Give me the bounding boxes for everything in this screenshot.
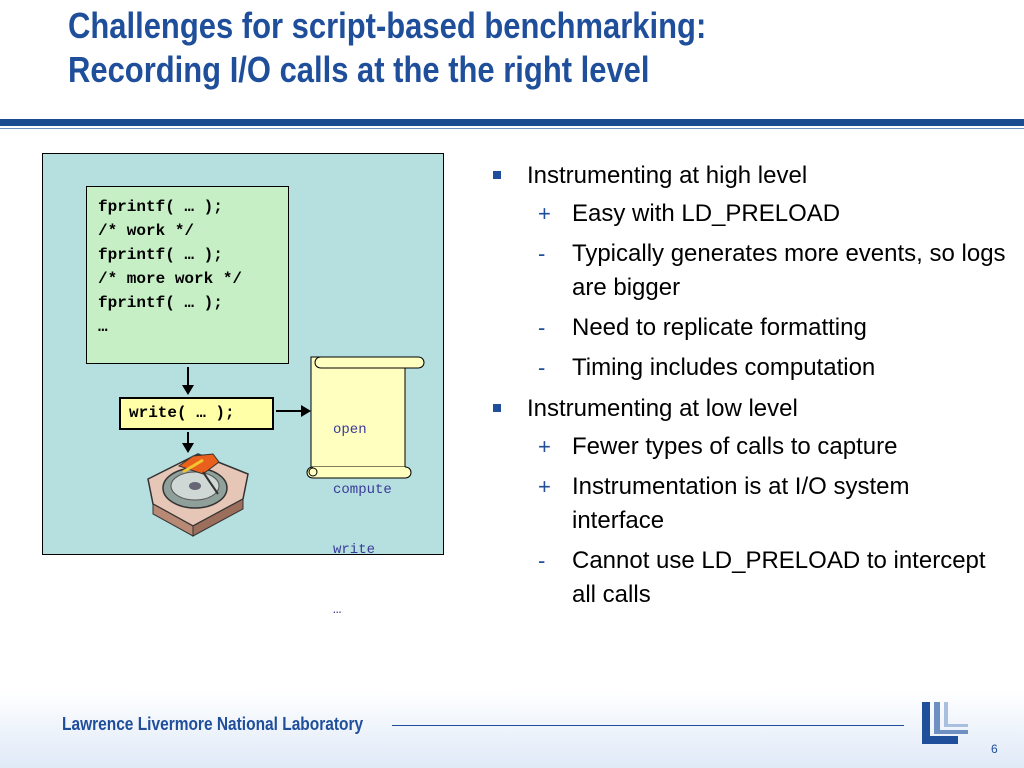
- bullet-high-level: Instrumenting at high level: [486, 158, 1006, 194]
- plus-marker-icon: +: [538, 474, 551, 499]
- plus-marker-icon: +: [538, 201, 551, 226]
- title-divider-thin: [0, 128, 1024, 129]
- sub-bullet: - Typically generates more events, so lo…: [486, 237, 1006, 305]
- code-line: /* work */: [98, 222, 195, 240]
- minus-marker-icon: -: [538, 241, 546, 266]
- bullet-text: Instrumenting at low level: [527, 395, 798, 422]
- title-divider: [0, 119, 1024, 126]
- code-snippet-box: fprintf( … ); /* work */ fprintf( … ); /…: [86, 186, 289, 364]
- log-entry: open: [333, 422, 367, 438]
- llnl-logo-icon: [922, 702, 968, 744]
- sub-bullet-text: Need to replicate formatting: [572, 314, 867, 341]
- bullet-low-level: Instrumenting at low level: [486, 391, 1006, 427]
- slide-title-line1: Challenges for script-based benchmarking…: [68, 5, 707, 46]
- sub-bullet-text: Instrumentation is at I/O system interfa…: [572, 473, 910, 534]
- code-line: fprintf( … );: [98, 294, 223, 312]
- sub-bullet: + Fewer types of calls to capture: [486, 430, 1006, 464]
- code-line: fprintf( … );: [98, 246, 223, 264]
- io-diagram: fprintf( … ); /* work */ fprintf( … ); /…: [42, 153, 444, 618]
- bullet-list: Instrumenting at high level + Easy with …: [486, 158, 1006, 618]
- sub-bullet: + Easy with LD_PRELOAD: [486, 197, 1006, 231]
- square-bullet-icon: [493, 171, 501, 179]
- slide-title-line2: Recording I/O calls at the the right lev…: [68, 49, 650, 90]
- write-call-box: write( … );: [119, 397, 274, 430]
- sub-bullet-text: Fewer types of calls to capture: [572, 433, 898, 460]
- sub-bullet: - Cannot use LD_PRELOAD to intercept all…: [486, 544, 1006, 612]
- sub-bullet: - Timing includes computation: [486, 351, 1006, 385]
- log-entry: …: [333, 602, 342, 618]
- slide-title: Challenges for script-based benchmarking…: [68, 4, 876, 92]
- sub-bullet: + Instrumentation is at I/O system inter…: [486, 470, 1006, 538]
- sub-bullet-text: Cannot use LD_PRELOAD to intercept all c…: [572, 547, 986, 608]
- code-line: …: [98, 318, 108, 336]
- minus-marker-icon: -: [538, 315, 546, 340]
- sub-bullet-text: Typically generates more events, so logs…: [572, 240, 1006, 301]
- arrow-down-2: [182, 432, 194, 453]
- page-number: 6: [991, 742, 998, 756]
- minus-marker-icon: -: [538, 355, 546, 380]
- code-line: /* more work */: [98, 270, 243, 288]
- footer-band: [0, 690, 1024, 768]
- hard-disk-icon: [147, 453, 249, 537]
- footer-lab-name: Lawrence Livermore National Laboratory: [62, 714, 364, 734]
- footer-divider: [392, 725, 904, 726]
- arrow-right: [276, 405, 311, 417]
- plus-marker-icon: +: [538, 434, 551, 459]
- sub-bullet-text: Timing includes computation: [572, 354, 876, 381]
- log-entry: compute: [333, 482, 392, 498]
- bullet-text: Instrumenting at high level: [527, 162, 808, 189]
- square-bullet-icon: [493, 404, 501, 412]
- sub-bullet-text: Easy with LD_PRELOAD: [572, 200, 841, 227]
- arrow-down-1: [182, 367, 194, 395]
- log-entries: open compute write …: [333, 380, 392, 660]
- log-entry: write: [333, 542, 376, 558]
- log-scroll-icon: [306, 356, 425, 479]
- minus-marker-icon: -: [538, 548, 546, 573]
- code-line: fprintf( … );: [98, 198, 223, 216]
- diagram-graphics: [147, 356, 425, 537]
- sub-bullet: - Need to replicate formatting: [486, 311, 1006, 345]
